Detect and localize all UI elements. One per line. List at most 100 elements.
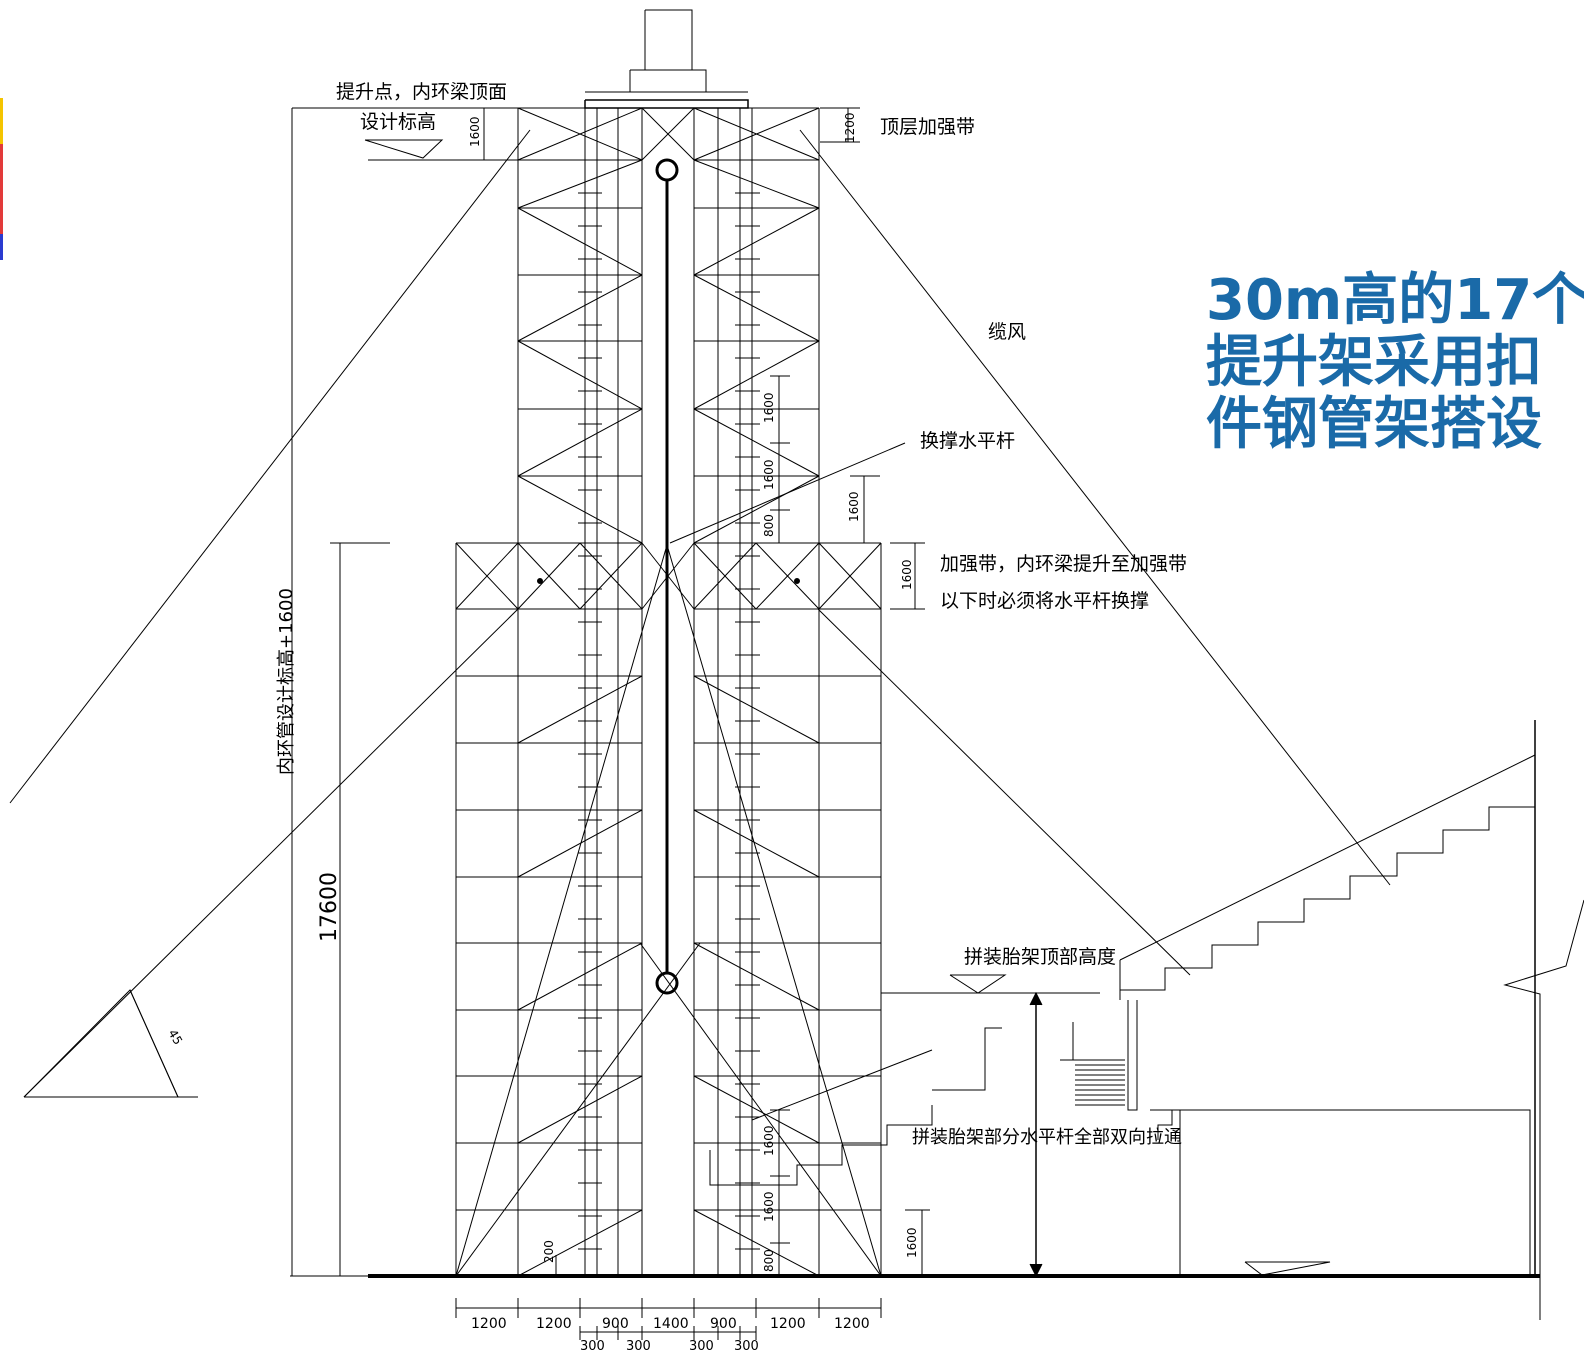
band-note-line2: 以下时必须将水平杆换撑 — [940, 590, 1149, 612]
leader-dot — [794, 578, 800, 584]
band-brace — [455, 542, 519, 610]
break-line — [1503, 899, 1584, 1320]
diagonal-brace — [517, 1209, 643, 1277]
leader-line — [669, 442, 906, 544]
guy-wire-left — [9, 129, 531, 804]
diagonal-brace — [517, 942, 643, 1011]
leader-dot — [537, 578, 543, 584]
guy-wire-left-lower — [23, 608, 519, 1098]
top-cap-beam — [584, 99, 749, 109]
band-brace — [818, 542, 882, 610]
top-band-label: 顶层加强带 — [880, 116, 975, 138]
diagonal-brace — [693, 675, 820, 744]
accent-bar-blue — [0, 234, 3, 260]
bottom-sub-dim-3: 300 — [689, 1339, 714, 1354]
angle-label: 45 — [165, 1027, 185, 1047]
band-note-line1: 加强带，内环梁提升至加强带 — [940, 553, 1187, 575]
top-brace — [517, 107, 643, 161]
guy-wire-right-lower — [817, 608, 1191, 976]
diagonal-brace — [693, 475, 820, 544]
dim-1600-mid-a: 1600 — [762, 392, 776, 423]
stand-steps — [1120, 784, 1536, 991]
headline-line-2: 提升架采用扣 — [1206, 330, 1542, 395]
concourse-outline — [1150, 1109, 1531, 1276]
headline-line-1: 30m高的17个 — [1206, 270, 1584, 333]
top-cap-column — [644, 9, 693, 71]
stand-base — [709, 1150, 753, 1276]
bottom-dim-7: 1200 — [834, 1316, 870, 1332]
diagonal-brace — [693, 408, 820, 477]
diagonal-brace — [693, 207, 820, 276]
dim-200-low: 200 — [542, 1240, 556, 1263]
band-brace — [579, 542, 643, 610]
diagonal-brace — [693, 942, 820, 1011]
jig-note-label: 拼装胎架部分水平杆全部双向拉通 — [912, 1127, 1182, 1148]
guy-wire-right — [799, 129, 1391, 886]
replace-bar-label: 换撑水平杆 — [920, 430, 1015, 452]
diagonal-brace — [517, 274, 643, 342]
bottom-dim-5: 900 — [710, 1316, 737, 1332]
lift-point-label-line1: 提升点，内环梁顶面 — [336, 81, 507, 103]
bottom-sub-dim-4: 300 — [734, 1339, 759, 1354]
angle-line — [129, 989, 179, 1098]
vertical-elevation-label: 内环管设计标高+1600 — [276, 588, 297, 775]
elevation-marker — [364, 139, 444, 159]
arrow-head-down — [1029, 1263, 1043, 1278]
dim-800-low: 800 — [762, 1249, 776, 1272]
concourse-step — [1157, 1110, 1173, 1140]
top-cap-block — [629, 69, 707, 93]
arrow-head-up — [1029, 991, 1043, 1006]
lower-stand-wall — [932, 1027, 1002, 1091]
bottom-dim-1: 1200 — [471, 1316, 507, 1332]
diagonal-brace — [517, 207, 643, 276]
diagonal-brace — [517, 408, 643, 477]
diagonal-brace — [517, 340, 643, 410]
band-brace — [693, 542, 757, 610]
dim-1200-top-right: 1200 — [843, 112, 857, 143]
long-diagonal — [455, 544, 668, 1277]
long-diagonal — [455, 942, 701, 1277]
diagonal-brace — [693, 809, 820, 878]
accent-bar-yellow — [0, 98, 3, 144]
dim-800-mid: 800 — [762, 514, 776, 537]
total-height-dimension: 17600 — [317, 872, 342, 942]
diagonal-brace — [693, 274, 820, 342]
diagonal-brace — [517, 1075, 643, 1144]
bottom-dim-3: 900 — [602, 1316, 629, 1332]
diagonal-brace — [517, 475, 643, 544]
dim-1600-mid-c: 1600 — [847, 491, 861, 522]
guy-wire-label: 缆风 — [988, 321, 1026, 343]
top-brace — [693, 107, 820, 161]
stand-column — [1127, 1000, 1138, 1111]
dim-1600-low-b: 1600 — [762, 1191, 776, 1222]
bottom-dim-6: 1200 — [770, 1316, 806, 1332]
headline: 30m高的17个 提升架采用扣 件钢管架搭设 — [1206, 270, 1584, 456]
diagonal-brace — [693, 1075, 820, 1144]
band-brace — [641, 542, 695, 610]
lift-point-label-line2: 设计标高 — [360, 111, 436, 133]
angle-triangle — [23, 989, 179, 1098]
jig-top-label: 拼装胎架顶部高度 — [964, 946, 1116, 968]
diagonal-brace — [517, 809, 643, 878]
floor-elevation-marker — [1244, 1261, 1331, 1276]
long-diagonal — [666, 544, 882, 1277]
jig-elevation-marker — [949, 974, 1007, 994]
long-diagonal — [639, 942, 882, 1277]
lift-pole-nut-icon — [655, 158, 679, 182]
dim-1600-top-left: 1600 — [468, 116, 482, 147]
diagonal-brace — [693, 1209, 820, 1277]
bottom-dim-2: 1200 — [536, 1316, 572, 1332]
dim-1600-band: 1600 — [900, 559, 914, 590]
diagonal-brace — [693, 159, 820, 209]
bottom-dim-4: 1400 — [653, 1316, 689, 1332]
bottom-sub-dim-2: 300 — [626, 1339, 651, 1354]
band-brace — [517, 542, 581, 610]
stand-rake-top — [1119, 754, 1536, 961]
band-brace — [755, 542, 820, 610]
lower-stand-rake — [751, 1049, 933, 1121]
dim-1600-low-c: 1600 — [905, 1227, 919, 1258]
dim-1600-mid-b: 1600 — [762, 459, 776, 490]
lower-stand-steps — [752, 1105, 933, 1186]
